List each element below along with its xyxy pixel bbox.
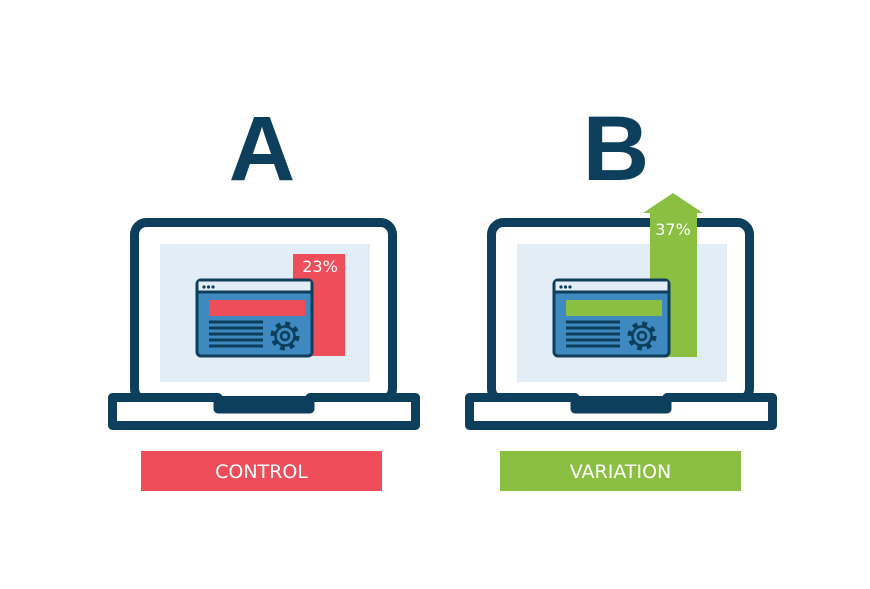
control-label-box (141, 451, 382, 491)
variation-banner (566, 300, 662, 316)
control-group: A 23% CONTROL (113, 98, 416, 491)
variation-label: VARIATION (570, 461, 672, 483)
control-percent: 23% (302, 257, 338, 276)
variation-letter: B (583, 98, 649, 200)
variation-group: B 37% VARIATION (470, 98, 773, 491)
variation-percent: 37% (655, 220, 691, 239)
control-banner (209, 300, 305, 316)
webpage-icon (554, 280, 669, 356)
control-letter: A (229, 98, 295, 200)
webpage-icon (197, 280, 312, 356)
variation-label-box (500, 451, 741, 491)
control-label: CONTROL (215, 461, 308, 483)
